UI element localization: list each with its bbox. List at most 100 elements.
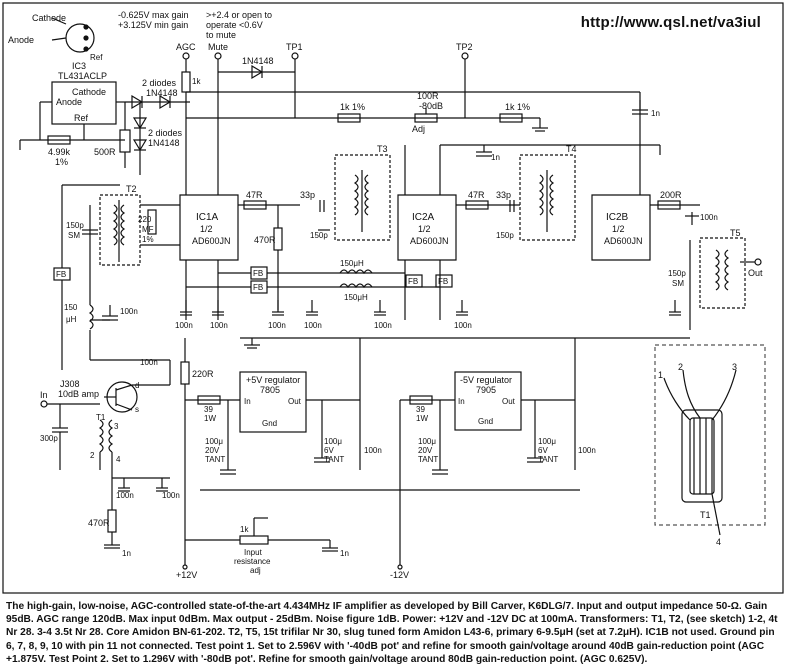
c100u-a-v: 20V — [205, 446, 220, 455]
t1-wire-3: 3 — [732, 362, 737, 372]
c150p-t2-label: 150p — [66, 221, 84, 230]
c100n-j: 100n — [162, 491, 180, 500]
c1n-mid-label: 1n — [491, 153, 500, 162]
pinout-ref-label: Ref — [90, 53, 103, 62]
fb5-label: FB — [438, 277, 448, 286]
t1-pin4: 4 — [116, 455, 121, 464]
diodes-2-label-top: 2 diodes — [142, 78, 177, 88]
reg5-in: In — [244, 397, 251, 406]
r47-a: 47R — [246, 190, 263, 200]
diodes-type-top: 1N4148 — [146, 88, 178, 98]
r220-label: 220 — [138, 215, 152, 224]
r1k-agc-label: 1k — [192, 77, 201, 86]
c100n-e: 100n — [304, 321, 322, 330]
t1-sketch-label: T1 — [700, 510, 711, 520]
ic1a-amplifier: IC1A 1/2 AD600JN — [179, 194, 239, 261]
ic2a-amplifier: IC2A 1/2 AD600JN — [397, 194, 457, 261]
l150-t2-val: 150 — [64, 303, 78, 312]
ic2b-amplifier: IC2B 1/2 AD600JN — [591, 194, 651, 261]
ic1a-part: AD600JN — [192, 236, 231, 246]
c300p-label: 300p — [40, 434, 58, 443]
r39-b-w: 1W — [416, 414, 428, 423]
r1k-1pct-b: 1k 1% — [505, 102, 530, 112]
pot-resistance-label: resistance — [234, 557, 271, 566]
r1k-1pct-a: 1k 1% — [340, 102, 365, 112]
ic2b-part: AD600JN — [604, 236, 643, 246]
tp2-label: TP2 — [456, 42, 473, 52]
decoupling-row: 100n 100n 100n 100n 100n 100n — [175, 300, 690, 349]
c100u-b-v: 6V — [324, 446, 334, 455]
t4-transformer: T4 — [519, 144, 577, 241]
t1-wire-2: 2 — [678, 362, 683, 372]
reg5-out: Out — [288, 397, 302, 406]
agc-terminal-label: AGC — [176, 42, 196, 52]
regm5-gnd: Gnd — [478, 417, 493, 426]
ic2b-ref: IC2B — [606, 212, 629, 223]
t1-wire-1: 1 — [658, 370, 663, 380]
c100u-b: 100μ — [324, 437, 342, 446]
mute-diode-label: 1N4148 — [242, 56, 274, 66]
j308-amp-label: 10dB amp — [58, 389, 99, 399]
ic2a-ref: IC2A — [412, 212, 435, 223]
r39-a: 39 — [204, 405, 213, 414]
c100n-b: 100n — [175, 321, 193, 330]
t5-transformer: T5 — [699, 228, 746, 309]
c150p-t3: 150p — [310, 231, 328, 240]
regm5-out: Out — [502, 397, 516, 406]
l150-a: 150μH — [340, 259, 364, 268]
ic3-anode-pin: Anode — [56, 97, 82, 107]
reg5-title: +5V regulator — [246, 375, 300, 385]
c33p-b: 33p — [496, 190, 511, 200]
pinout-cathode-label: Cathode — [32, 13, 66, 23]
fb3-label: FB — [253, 283, 263, 292]
r39-a-w: 1W — [204, 414, 216, 423]
schematic-diagram: Cathode Anode Ref IC3 TL431ACLP Cathode … — [2, 2, 784, 594]
r220r-label: 220R — [192, 369, 214, 379]
mute-note-3: to mute — [206, 30, 236, 40]
v12m-label: -12V — [390, 570, 409, 580]
c100n-t5: 100n — [700, 213, 718, 222]
t2-label: T2 — [126, 184, 137, 194]
r200-label: 200R — [660, 190, 682, 200]
l150-t2-unit: μH — [66, 315, 77, 324]
t1-winding-sketch: 1 2 3 4 T1 — [654, 344, 766, 547]
c100u-d: 100μ — [538, 437, 556, 446]
r39-b: 39 — [416, 405, 425, 414]
regm5-title: -5V regulator — [460, 375, 512, 385]
c100u-a-t: TANT — [205, 455, 225, 464]
l150-b: 150μH — [344, 293, 368, 302]
c100u-d-v: 6V — [538, 446, 548, 455]
source-url[interactable]: http://www.qsl.net/va3iul — [580, 14, 761, 31]
t1-pin2: 2 — [90, 451, 95, 460]
c33p-a: 33p — [300, 190, 315, 200]
tp1-label: TP1 — [286, 42, 303, 52]
pot-adj-label: adj — [250, 566, 261, 575]
c100n-g: 100n — [454, 321, 472, 330]
r499k-tol: 1% — [55, 157, 68, 167]
ic3-pinout-sketch: Cathode Anode Ref — [8, 13, 103, 62]
r100r-pot: 100R — [417, 91, 439, 101]
r220-mf: MF — [142, 225, 154, 234]
r499k-label: 4.99k — [48, 147, 71, 157]
r100r-pot-adj: Adj — [412, 124, 425, 134]
v12p-label: +12V — [176, 570, 197, 580]
c100n-d: 100n — [268, 321, 286, 330]
agc-range-note-2: +3.125V min gain — [118, 20, 188, 30]
j308-s: s — [135, 405, 139, 414]
pot-input-label: Input — [244, 548, 263, 557]
c100u-a: 100μ — [205, 437, 223, 446]
c1n-bottom: 1n — [122, 549, 131, 558]
pot-1k-label: 1k — [240, 525, 249, 534]
t5-label: T5 — [730, 228, 741, 238]
t3-label: T3 — [377, 144, 388, 154]
c100n-k: 100n — [364, 446, 382, 455]
c100u-c: 100μ — [418, 437, 436, 446]
plus5-regulator: +5V regulator 7805 In Out Gnd — [239, 371, 307, 433]
c100u-c-v: 20V — [418, 446, 433, 455]
c1n-pot: 1n — [340, 549, 349, 558]
ic2b-half: 1/2 — [612, 224, 625, 234]
c150p-t5: 150p — [668, 269, 686, 278]
t1-pin3: 3 — [114, 422, 119, 431]
c100u-c-t: TANT — [418, 455, 438, 464]
fb1-label: FB — [56, 270, 66, 279]
